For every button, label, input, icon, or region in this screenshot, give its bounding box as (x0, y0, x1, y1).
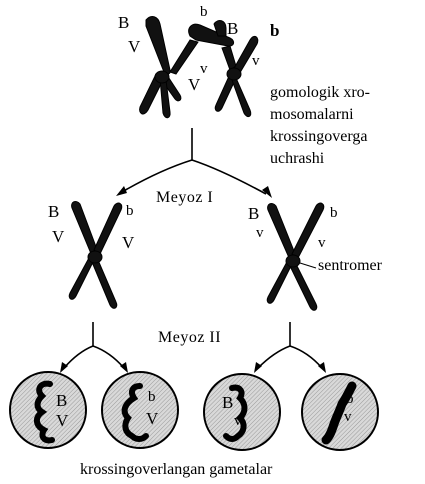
gametes-caption: krossingoverlangan gametalar (80, 462, 272, 478)
gamete-1-bottom-label: V (56, 412, 68, 429)
gamete-2 (102, 372, 178, 448)
gamete-2-bottom-label: V (146, 410, 158, 427)
meiosis-1-split-arrows (122, 128, 266, 194)
gene-label-V-mid-left: V (52, 228, 64, 245)
gamete-4 (302, 374, 378, 450)
gene-label-b-mid-left: b (126, 204, 134, 219)
description-line: uchrashi (270, 148, 370, 170)
gamete-3-bottom-label: v (234, 414, 242, 429)
gene-label-B-mid-left: B (48, 203, 59, 220)
homologous-chromosome-right (215, 36, 258, 116)
meiosis-1-label: Meyoz I (156, 190, 213, 206)
daughter-chromosome-left (69, 201, 122, 308)
gene-label-b-top-cross: b (200, 5, 208, 20)
description-line: gomologik xro- (270, 82, 370, 104)
gene-label-v-top-right: v (252, 54, 260, 69)
centromere-pointer (300, 263, 316, 268)
gene-label-b-top-bold: b (270, 22, 279, 39)
meiosis-2-arrowheads (60, 362, 326, 373)
gene-label-V-top-mid: V (188, 76, 200, 93)
gene-label-B-mid-right: B (248, 205, 259, 222)
description-line: krossingoverga (270, 126, 370, 148)
meiosis-2-label: Meyoz II (158, 330, 221, 346)
gamete-3 (204, 374, 280, 450)
gene-label-b-mid-right: b (330, 206, 338, 221)
description-line: mosomalarni (270, 104, 370, 126)
gamete-4-top-label: b (346, 392, 354, 407)
gene-label-V-top-left: V (128, 38, 140, 55)
crossing-over-description: gomologik xro- mosomalarni krossingoverg… (270, 82, 370, 170)
gamete-3-top-label: B (222, 394, 233, 411)
gene-label-B-top-right: B (227, 20, 238, 37)
gene-label-v-mid-right: v (256, 226, 264, 241)
gene-label-v-top-mid: v (200, 62, 208, 77)
gene-label-B-top-left: B (118, 14, 129, 31)
gamete-1 (10, 372, 86, 448)
gamete-2-top-label: b (148, 390, 156, 405)
centromere-label: sentromer (318, 258, 382, 274)
daughter-chromosome-right (267, 203, 324, 310)
gamete-4-bottom-label: v (344, 410, 352, 425)
gene-label-v-mid-right-right: v (318, 236, 326, 251)
gene-label-V-mid-left-right: V (122, 234, 134, 251)
gamete-1-top-label: B (56, 392, 67, 409)
